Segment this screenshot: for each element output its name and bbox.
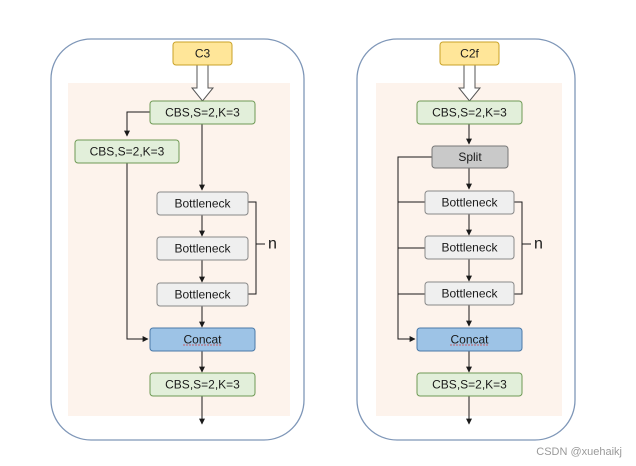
c3-bottleneck-3-label: Bottleneck — [174, 288, 231, 302]
c2f-bottleneck-3: Bottleneck — [424, 281, 515, 306]
watermark: CSDN @xuehaikj — [536, 446, 622, 458]
c2f-bottleneck-1-label: Bottleneck — [441, 196, 498, 210]
c2f-connectors — [397, 124, 531, 425]
c2f-input-node: C2f — [439, 41, 500, 66]
c3-bottleneck-1-label: Bottleneck — [174, 197, 231, 211]
c2f-concat-label: Concat — [450, 333, 489, 347]
c2f-bottleneck-2-label: Bottleneck — [441, 241, 498, 255]
c3-concat-label: Concat — [183, 333, 222, 347]
c3-input-node: C3 — [172, 41, 233, 66]
c3-bottleneck-2-label: Bottleneck — [174, 242, 231, 256]
c2f-input-label: C2f — [460, 47, 479, 61]
c2f-top-cbs-label: CBS,S=2,K=3 — [432, 106, 507, 120]
c2f-split-label: Split — [458, 150, 482, 164]
c2f-bottleneck-3-label: Bottleneck — [441, 287, 498, 301]
c2f-top-cbs-node: CBS,S=2,K=3 — [416, 100, 523, 125]
c3-side-cbs-label: CBS,S=2,K=3 — [90, 145, 165, 159]
c3-input-hollow-arrow — [190, 64, 215, 102]
c2f-out-cbs-label: CBS,S=2,K=3 — [432, 378, 507, 392]
c2f-out-cbs-node: CBS,S=2,K=3 — [416, 372, 523, 397]
c3-bottleneck-2: Bottleneck — [156, 236, 249, 261]
c2f-bottleneck-2: Bottleneck — [424, 235, 515, 260]
c3-out-cbs-node: CBS,S=2,K=3 — [149, 372, 256, 397]
c3-module: C3 CBS,S=2,K=3 CBS,S=2,K=3 Bottleneck Bo… — [50, 38, 305, 441]
c2f-concat-node: Concat — [416, 327, 523, 352]
c3-side-cbs-node: CBS,S=2,K=3 — [74, 139, 180, 164]
c2f-module: C2f CBS,S=2,K=3 Split Bottleneck Bottlen… — [356, 38, 576, 441]
c2f-repeat-bracket — [514, 201, 523, 295]
c3-bottleneck-3: Bottleneck — [156, 282, 249, 307]
c3-repeat-label: n — [268, 236, 277, 253]
c2f-split-node: Split — [431, 145, 509, 169]
c3-out-cbs-label: CBS,S=2,K=3 — [165, 378, 240, 392]
c2f-repeat-label: n — [534, 236, 543, 253]
c2f-input-hollow-arrow — [457, 64, 482, 102]
c2f-bottleneck-1: Bottleneck — [424, 190, 515, 215]
c3-concat-node: Concat — [149, 327, 256, 352]
c3-bottleneck-1: Bottleneck — [156, 191, 249, 216]
c3-connectors — [124, 111, 265, 425]
c3-input-label: C3 — [195, 47, 211, 61]
c3-top-cbs-label: CBS,S=2,K=3 — [165, 106, 240, 120]
c3-repeat-bracket — [248, 201, 257, 295]
c3-top-cbs-node: CBS,S=2,K=3 — [149, 100, 256, 125]
